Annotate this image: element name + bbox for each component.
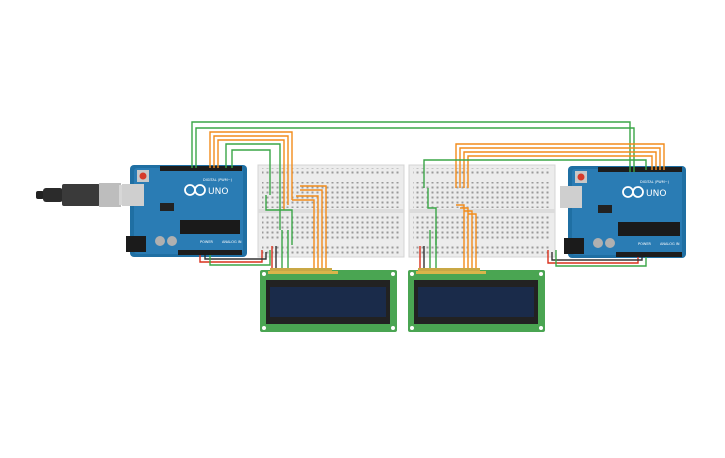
digital-header[interactable] bbox=[160, 166, 242, 171]
breadboard-left[interactable] bbox=[257, 164, 405, 258]
arduino-uno-left[interactable]: UNO DIGITAL (PWM~) POWER ANALOG IN bbox=[122, 165, 247, 257]
digital-header[interactable] bbox=[598, 167, 682, 172]
power-analog-header[interactable] bbox=[616, 252, 682, 257]
wire-green bbox=[225, 143, 281, 230]
wire-green bbox=[555, 250, 647, 267]
wire-orange bbox=[300, 189, 323, 270]
wire-orange bbox=[213, 135, 289, 205]
wire-green bbox=[209, 250, 271, 266]
breadboard-right[interactable] bbox=[408, 164, 556, 258]
wire-green bbox=[231, 149, 271, 195]
wire-green bbox=[423, 159, 647, 188]
wire-red bbox=[199, 250, 263, 263]
wire-orange bbox=[467, 155, 653, 188]
wire-orange bbox=[464, 210, 473, 270]
wire-green bbox=[195, 127, 635, 172]
wire-orange bbox=[463, 151, 657, 188]
lcd-pins-right bbox=[418, 268, 480, 271]
board-brand: UNO bbox=[208, 187, 228, 197]
digital-header-label: DIGITAL (PWM~) bbox=[203, 178, 233, 182]
microcontroller-chip bbox=[618, 222, 680, 236]
wire-orange bbox=[459, 147, 661, 188]
wire-orange bbox=[296, 195, 319, 270]
microcontroller-chip bbox=[180, 220, 240, 234]
analog-header-label: ANALOG IN bbox=[660, 242, 680, 246]
power-header-label: POWER bbox=[638, 242, 652, 246]
lcd-display-right[interactable] bbox=[408, 270, 545, 332]
wire-black bbox=[551, 252, 643, 261]
lcd-screen bbox=[418, 287, 534, 317]
lcd-pins-left bbox=[270, 268, 332, 271]
wire-black bbox=[204, 252, 267, 260]
wire-orange bbox=[217, 139, 285, 210]
usb-cable[interactable] bbox=[36, 183, 133, 207]
analog-header-label: ANALOG IN bbox=[222, 240, 242, 244]
lcd-display-left[interactable] bbox=[260, 270, 397, 332]
wire-orange bbox=[455, 143, 665, 188]
wire-orange bbox=[456, 204, 465, 270]
power-analog-header[interactable] bbox=[178, 250, 242, 255]
usb-port bbox=[122, 184, 144, 206]
power-jack bbox=[564, 238, 584, 254]
digital-header-label: DIGITAL (PWM~) bbox=[640, 180, 670, 184]
wire-orange bbox=[209, 131, 293, 200]
wires[interactable] bbox=[191, 121, 665, 270]
arduino-logo bbox=[622, 186, 644, 198]
arduino-logo bbox=[184, 184, 206, 196]
arduino-uno-right[interactable]: UNO DIGITAL (PWM~) POWER ANALOG IN bbox=[560, 166, 686, 258]
power-header-label: POWER bbox=[200, 240, 214, 244]
usb-port bbox=[560, 186, 582, 208]
wire-green bbox=[427, 188, 437, 245]
board-brand: UNO bbox=[646, 189, 666, 199]
wire-green bbox=[191, 121, 631, 172]
wire-orange bbox=[292, 199, 315, 270]
wire-green bbox=[265, 195, 293, 245]
wire-orange bbox=[460, 207, 469, 270]
power-jack bbox=[126, 236, 146, 252]
wire-orange bbox=[468, 213, 477, 270]
lcd-screen bbox=[270, 287, 386, 317]
wire-orange bbox=[300, 185, 327, 270]
